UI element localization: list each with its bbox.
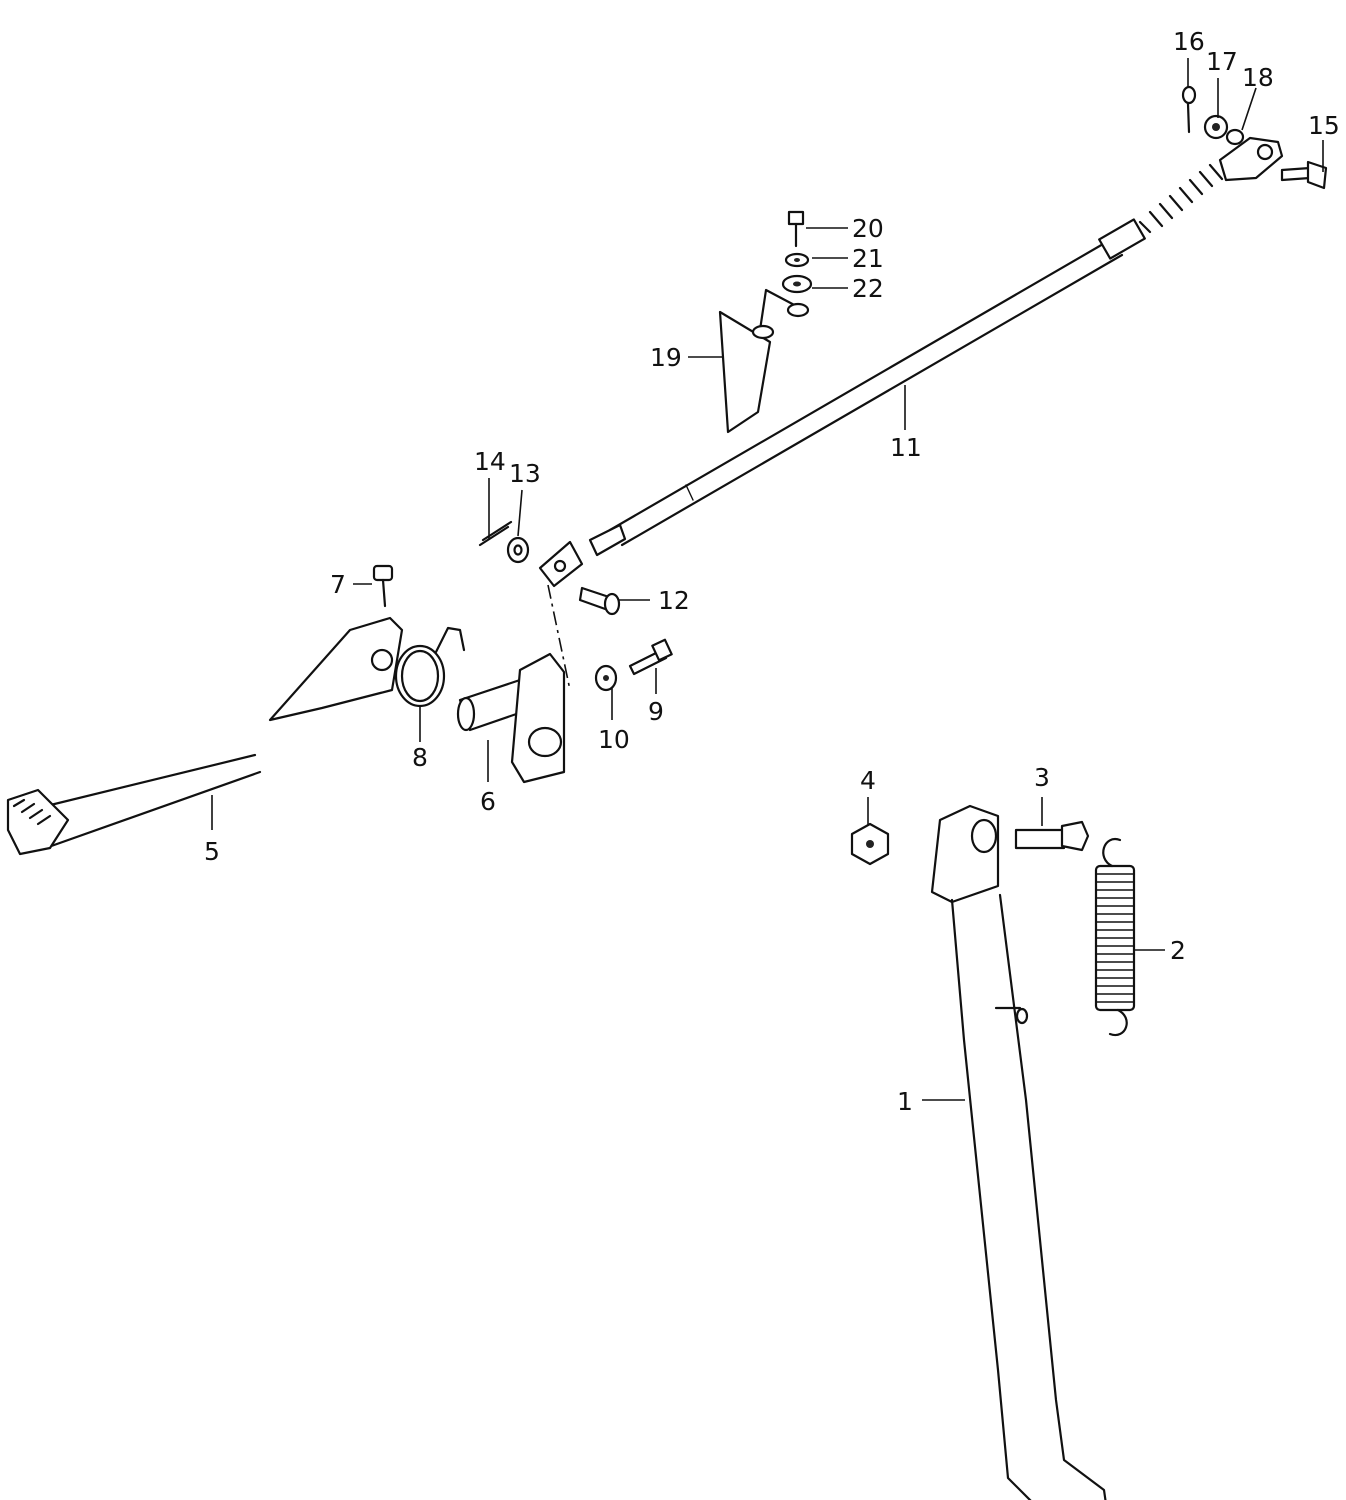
- bolt-9: [628, 638, 673, 676]
- bolt-20: [787, 210, 805, 248]
- callout-5: 5: [204, 837, 220, 866]
- callout-16: 16: [1173, 27, 1205, 56]
- nut-17: [1203, 114, 1229, 140]
- leader-lines: [211, 58, 1324, 1101]
- clevis-pin: [578, 586, 621, 616]
- cotter-pin-16: [1181, 85, 1197, 134]
- centerline-cable-to-arm: [547, 584, 571, 691]
- callout-6: 6: [480, 787, 496, 816]
- brake-pedal: [6, 616, 404, 856]
- callout-8: 8: [412, 743, 428, 772]
- brake-cable: [538, 136, 1284, 588]
- callout-1: 1: [897, 1087, 913, 1116]
- washer-22: [781, 274, 813, 294]
- pivot-nut: [850, 822, 890, 866]
- callout-13: 13: [509, 459, 541, 488]
- cable-guide: [718, 288, 810, 434]
- callout-22: 22: [852, 274, 884, 303]
- washer-18: [1225, 128, 1245, 146]
- callout-3: 3: [1034, 763, 1050, 792]
- callout-2: 2: [1170, 936, 1186, 965]
- callout-20: 20: [852, 214, 884, 243]
- callout-21: 21: [852, 244, 884, 273]
- pivot-bolt: [1014, 820, 1090, 852]
- return-spring: [394, 626, 466, 708]
- washer-13: [506, 536, 530, 564]
- washer-21: [784, 252, 810, 268]
- side-stand: [930, 804, 1107, 1500]
- pin-15: [1280, 160, 1328, 190]
- callout-9: 9: [648, 697, 664, 726]
- callout-11: 11: [890, 433, 922, 462]
- callout-17: 17: [1206, 47, 1238, 76]
- callout-15: 15: [1308, 111, 1340, 140]
- callout-labels: 1 2 3 4 5 6 7 8 9 10 11 12 13 14 15 16 1…: [204, 27, 1340, 1116]
- pedal-bolt: [372, 564, 394, 608]
- callout-14: 14: [474, 447, 506, 476]
- callout-12: 12: [658, 586, 690, 615]
- callout-10: 10: [598, 725, 630, 754]
- side-stand-spring: [1094, 837, 1136, 1037]
- callout-4: 4: [860, 766, 876, 795]
- callout-19: 19: [650, 343, 682, 372]
- callout-18: 18: [1242, 63, 1274, 92]
- callout-7: 7: [330, 570, 346, 599]
- brake-arm: [456, 652, 566, 784]
- nut-10: [594, 664, 618, 692]
- cotter-pin-14: [478, 520, 513, 547]
